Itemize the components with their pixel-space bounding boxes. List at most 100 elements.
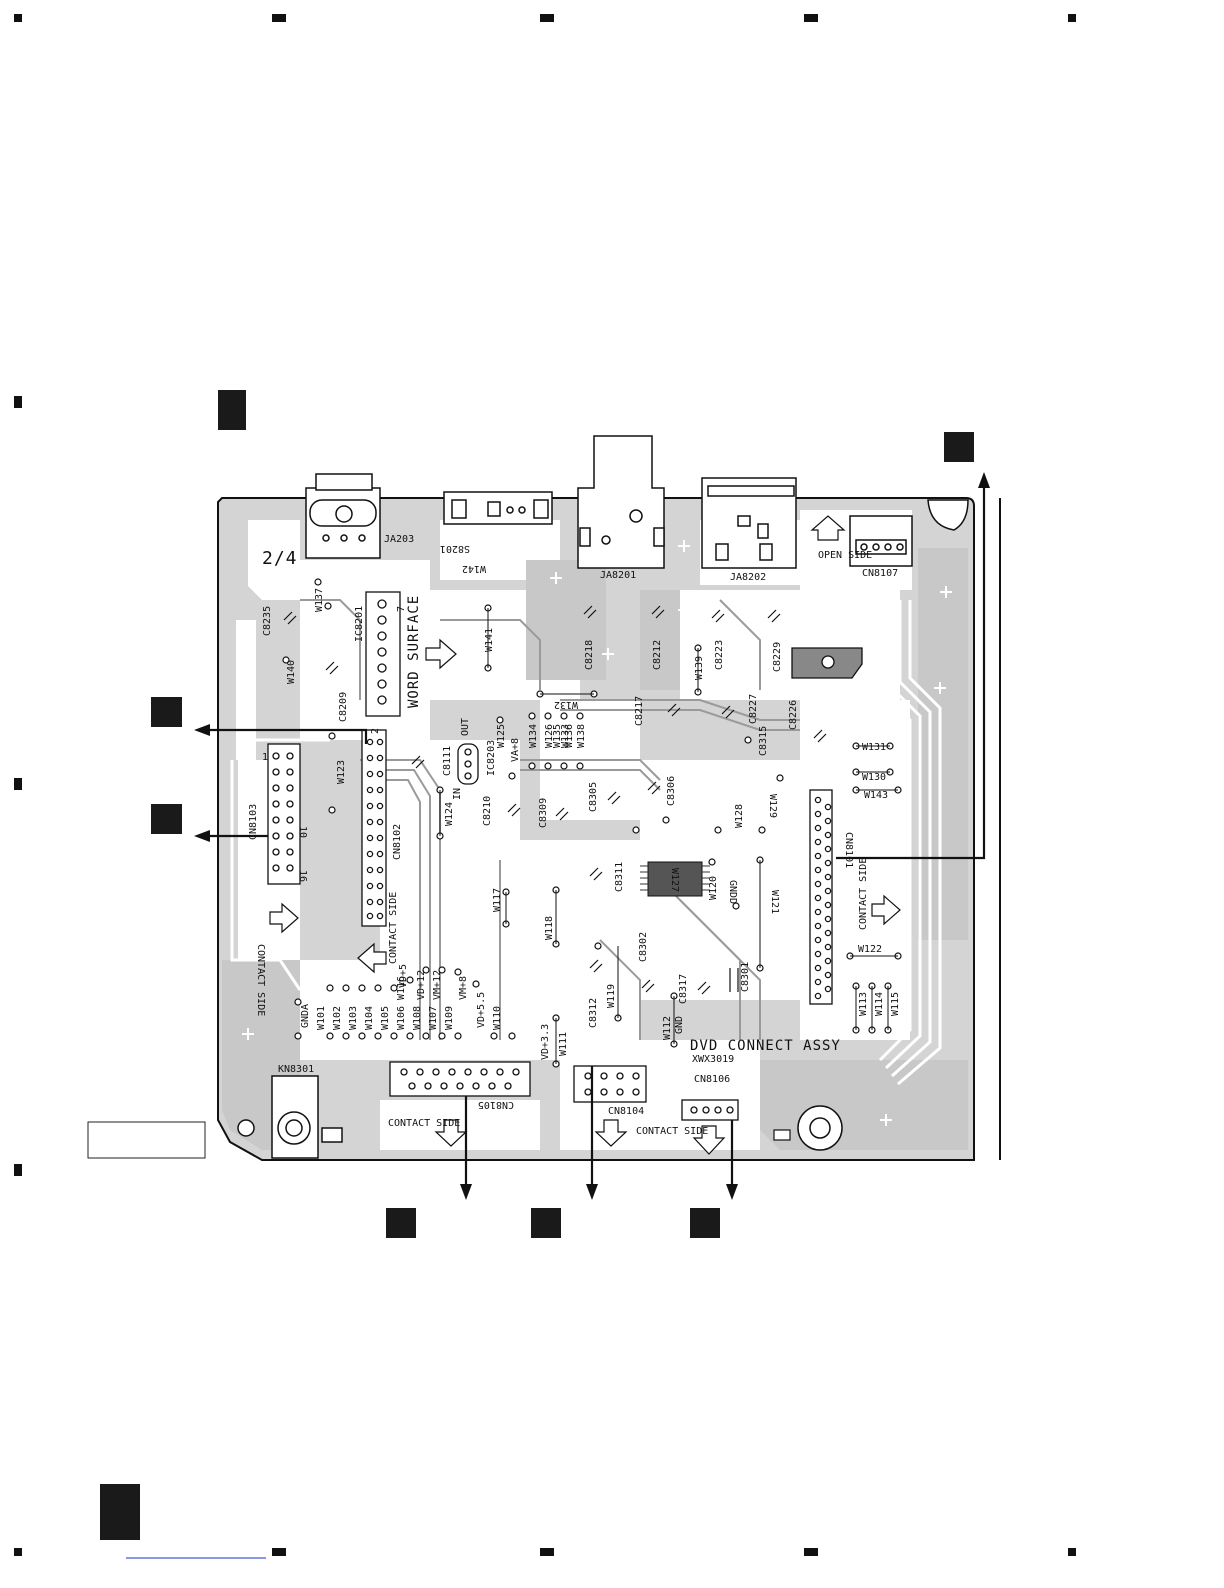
jumper-label: W105 <box>380 1006 391 1030</box>
jumper-label: W114 <box>874 992 885 1016</box>
contact-side-label-cn8105: CONTACT SIDE <box>388 1118 460 1129</box>
jumper-label: W121 <box>769 890 780 914</box>
supply-label: VD+5.5 <box>476 992 487 1028</box>
jumper-label: W141 <box>484 628 495 652</box>
connector-cn8103 <box>267 743 301 885</box>
connector-label-cn8106: CN8106 <box>694 1074 730 1085</box>
cap-label: C8302 <box>638 932 649 962</box>
cap-label: C8218 <box>584 640 595 670</box>
cap-label: C8111 <box>442 746 453 776</box>
supply-label: VD+3.3 <box>540 1024 551 1060</box>
jumper-label: W135 <box>552 724 563 748</box>
jumper-label: W107 <box>428 1006 439 1030</box>
cap-label: C8223 <box>714 640 725 670</box>
supply-label: GNDA <box>300 1004 311 1028</box>
contact-side-arrow-cn8106-icon <box>692 1125 726 1155</box>
jumper-label: W131 <box>862 742 886 753</box>
jumper-label: W134 <box>528 724 539 748</box>
jumper-label: W116 <box>396 976 407 1000</box>
jumper-label: W123 <box>336 760 347 784</box>
connector-cn8104 <box>573 1065 647 1103</box>
contact-side-arrow-mid-icon <box>357 942 387 974</box>
connector-label-cn8104: CN8104 <box>608 1106 644 1117</box>
arrow-up-b-icon <box>978 472 990 488</box>
jumper-label: W140 <box>286 660 297 684</box>
jumper-label: W124 <box>444 802 455 826</box>
cap-label: C8315 <box>758 726 769 756</box>
contact-side-label-left: CONTACT SIDE <box>255 944 266 1016</box>
jumper-label: W129 <box>767 794 778 818</box>
assembly-name: DVD CONNECT ASSY <box>690 1038 841 1054</box>
connector-cn8107 <box>849 515 913 567</box>
supply-label: VD+5 <box>398 964 409 988</box>
cap-label: C8227 <box>748 694 759 724</box>
marker-f <box>531 1208 561 1238</box>
jumper-label: W111 <box>558 1032 569 1056</box>
cap-label: C8226 <box>788 700 799 730</box>
jumper-label: W120 <box>708 876 719 900</box>
supply-label: VA+8 <box>510 738 521 762</box>
jumper-label: W119 <box>606 984 617 1008</box>
arrow-down-f-icon <box>586 1184 598 1200</box>
marker-a <box>218 390 246 430</box>
ic-label-ic8203: IC8203 <box>486 740 497 776</box>
jumper-label: W139 <box>694 656 705 680</box>
ic-label-ic8201: IC8201 <box>354 606 365 642</box>
word-surface-label: WORD SURFACE <box>406 595 422 708</box>
jumper-label: W104 <box>364 1006 375 1030</box>
cap-label: C8217 <box>634 696 645 726</box>
assembly-code: XWX3019 <box>692 1054 734 1065</box>
connector-label-cn8107: CN8107 <box>862 568 898 579</box>
jumper-label: W106 <box>396 1006 407 1030</box>
supply-label: VM+12 <box>432 970 443 1000</box>
supply-label: GND <box>674 1016 685 1034</box>
ic-ic8203 <box>457 743 479 785</box>
jumper-label: W138 <box>576 724 587 748</box>
arrowheads <box>194 472 990 1200</box>
pin-number: 1 <box>262 752 268 763</box>
reference-markers <box>100 390 974 1540</box>
connector-label-cn8103: CN8103 <box>248 804 259 840</box>
knob-kn8301 <box>271 1075 343 1159</box>
jack-ja8201 <box>577 435 665 569</box>
jumper-label: W112 <box>662 1016 673 1040</box>
connector-label-cn8101: CN8101 <box>843 832 854 868</box>
contact-side-arrow-right-icon <box>871 894 901 926</box>
ic-ic8201 <box>365 591 401 717</box>
pin-number: 2 <box>370 728 381 734</box>
switch-s8201 <box>443 491 553 525</box>
jumper-label: W110 <box>492 1006 503 1030</box>
page-tab-marker <box>100 1484 140 1540</box>
arrow-left-d-icon <box>194 830 210 842</box>
capacitor-symbols <box>283 605 827 995</box>
connector-cn8102 <box>361 729 387 927</box>
jumper-label: W101 <box>316 1006 327 1030</box>
connector-cn8105 <box>389 1061 531 1097</box>
sheet-label: 2/4 <box>262 548 298 569</box>
cap-label: C8210 <box>482 796 493 826</box>
jumper-label: W109 <box>444 1006 455 1030</box>
jumper-label: W122 <box>858 944 882 955</box>
cap-label: C8305 <box>588 782 599 812</box>
jack-label-ja8201: JA8201 <box>600 570 636 581</box>
jumper-label: W117 <box>492 888 503 912</box>
arrow-left-c-icon <box>194 724 210 736</box>
supply-label: GNDD <box>727 880 738 904</box>
jumper-label: W102 <box>332 1006 343 1030</box>
plus-markers <box>242 530 952 1126</box>
contact-side-label-cn8104: CONTACT SIDE <box>636 1126 708 1137</box>
cap-label: C8209 <box>338 692 349 722</box>
marker-d <box>151 804 182 834</box>
cap-label: C8212 <box>652 640 663 670</box>
jumper-label: W133 <box>560 724 571 748</box>
supply-label: VM+8 <box>458 976 469 1000</box>
jumper-label: W130 <box>862 772 886 783</box>
connector-label-cn8105: CN8105 <box>478 1099 514 1110</box>
caption-box <box>87 1121 206 1159</box>
knob-label-kn8301: KN8301 <box>278 1064 314 1075</box>
contact-side-arrow-left-icon <box>269 902 299 934</box>
contact-side-arrow-cn8104-icon <box>594 1119 628 1147</box>
io-label-in: IN <box>452 788 463 800</box>
jumper-label: W132 <box>554 699 578 710</box>
